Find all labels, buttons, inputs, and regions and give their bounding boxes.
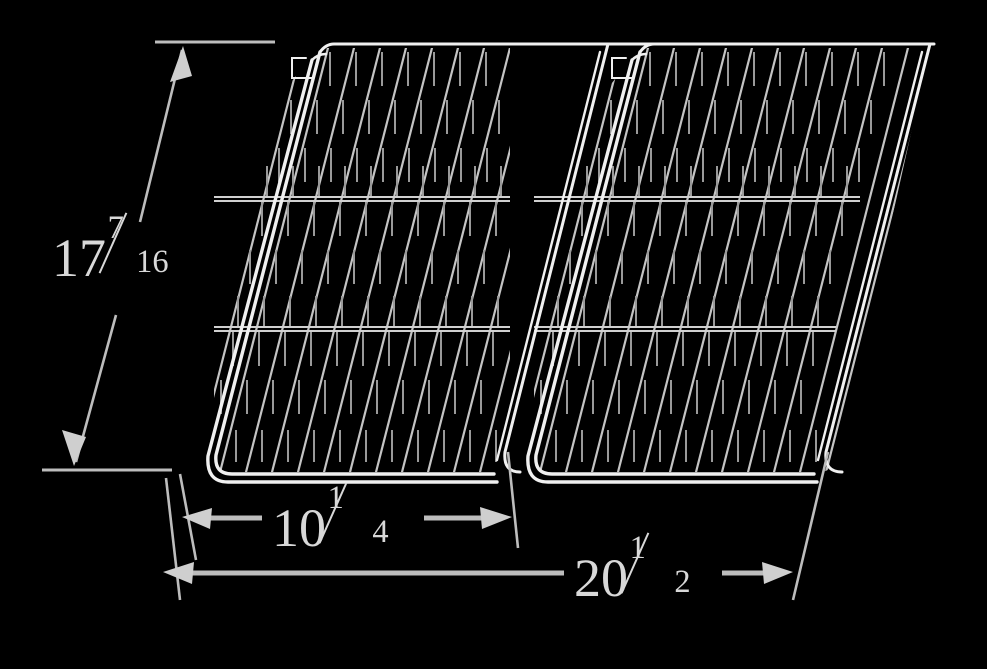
- arrowhead-down-icon: [62, 430, 86, 466]
- frame-panel-right: [526, 42, 936, 484]
- vertical-stubs-right: [540, 52, 885, 462]
- dimension-fraction-height: 7 16: [99, 212, 169, 278]
- vertical-stubs-left: [220, 52, 502, 462]
- diagonal-wires-left: [214, 48, 510, 472]
- fraction-denominator-height: 16: [136, 243, 169, 280]
- crossbars-left: [214, 196, 510, 332]
- fraction-denominator-panel-width: 4: [372, 513, 389, 550]
- diagonal-wires-right: [534, 48, 930, 472]
- frame-panel-left: [206, 42, 934, 484]
- fraction-numerator-panel-width: 1: [327, 480, 344, 517]
- dimension-panel-width: [178, 451, 520, 561]
- arrowhead-right-10-icon: [480, 507, 512, 529]
- crossbars-right: [534, 196, 860, 332]
- fraction-numerator-overall-width: 1: [629, 530, 646, 567]
- arrowhead-up-icon: [170, 46, 192, 82]
- ext-line-right-20: [791, 451, 830, 601]
- ext-line-left-20: [164, 477, 182, 601]
- fraction-denominator-overall-width: 2: [674, 563, 691, 600]
- arrowhead-left-20-icon: [163, 562, 194, 584]
- dimension-whole-overall-width: 20: [574, 548, 628, 608]
- arrowhead-right-20-icon: [762, 562, 793, 584]
- dimension-overall-width: [163, 451, 830, 601]
- dimension-whole-height: 17: [52, 228, 106, 288]
- dimension-height: [42, 40, 275, 472]
- grate-panel-right: [534, 48, 930, 472]
- dimension-whole-panel-width: 10: [272, 498, 326, 558]
- ext-line-right-10: [506, 451, 520, 549]
- grate-panel-left: [214, 48, 510, 472]
- arrowhead-left-10-icon: [182, 508, 212, 529]
- fraction-numerator-height: 7: [107, 210, 124, 247]
